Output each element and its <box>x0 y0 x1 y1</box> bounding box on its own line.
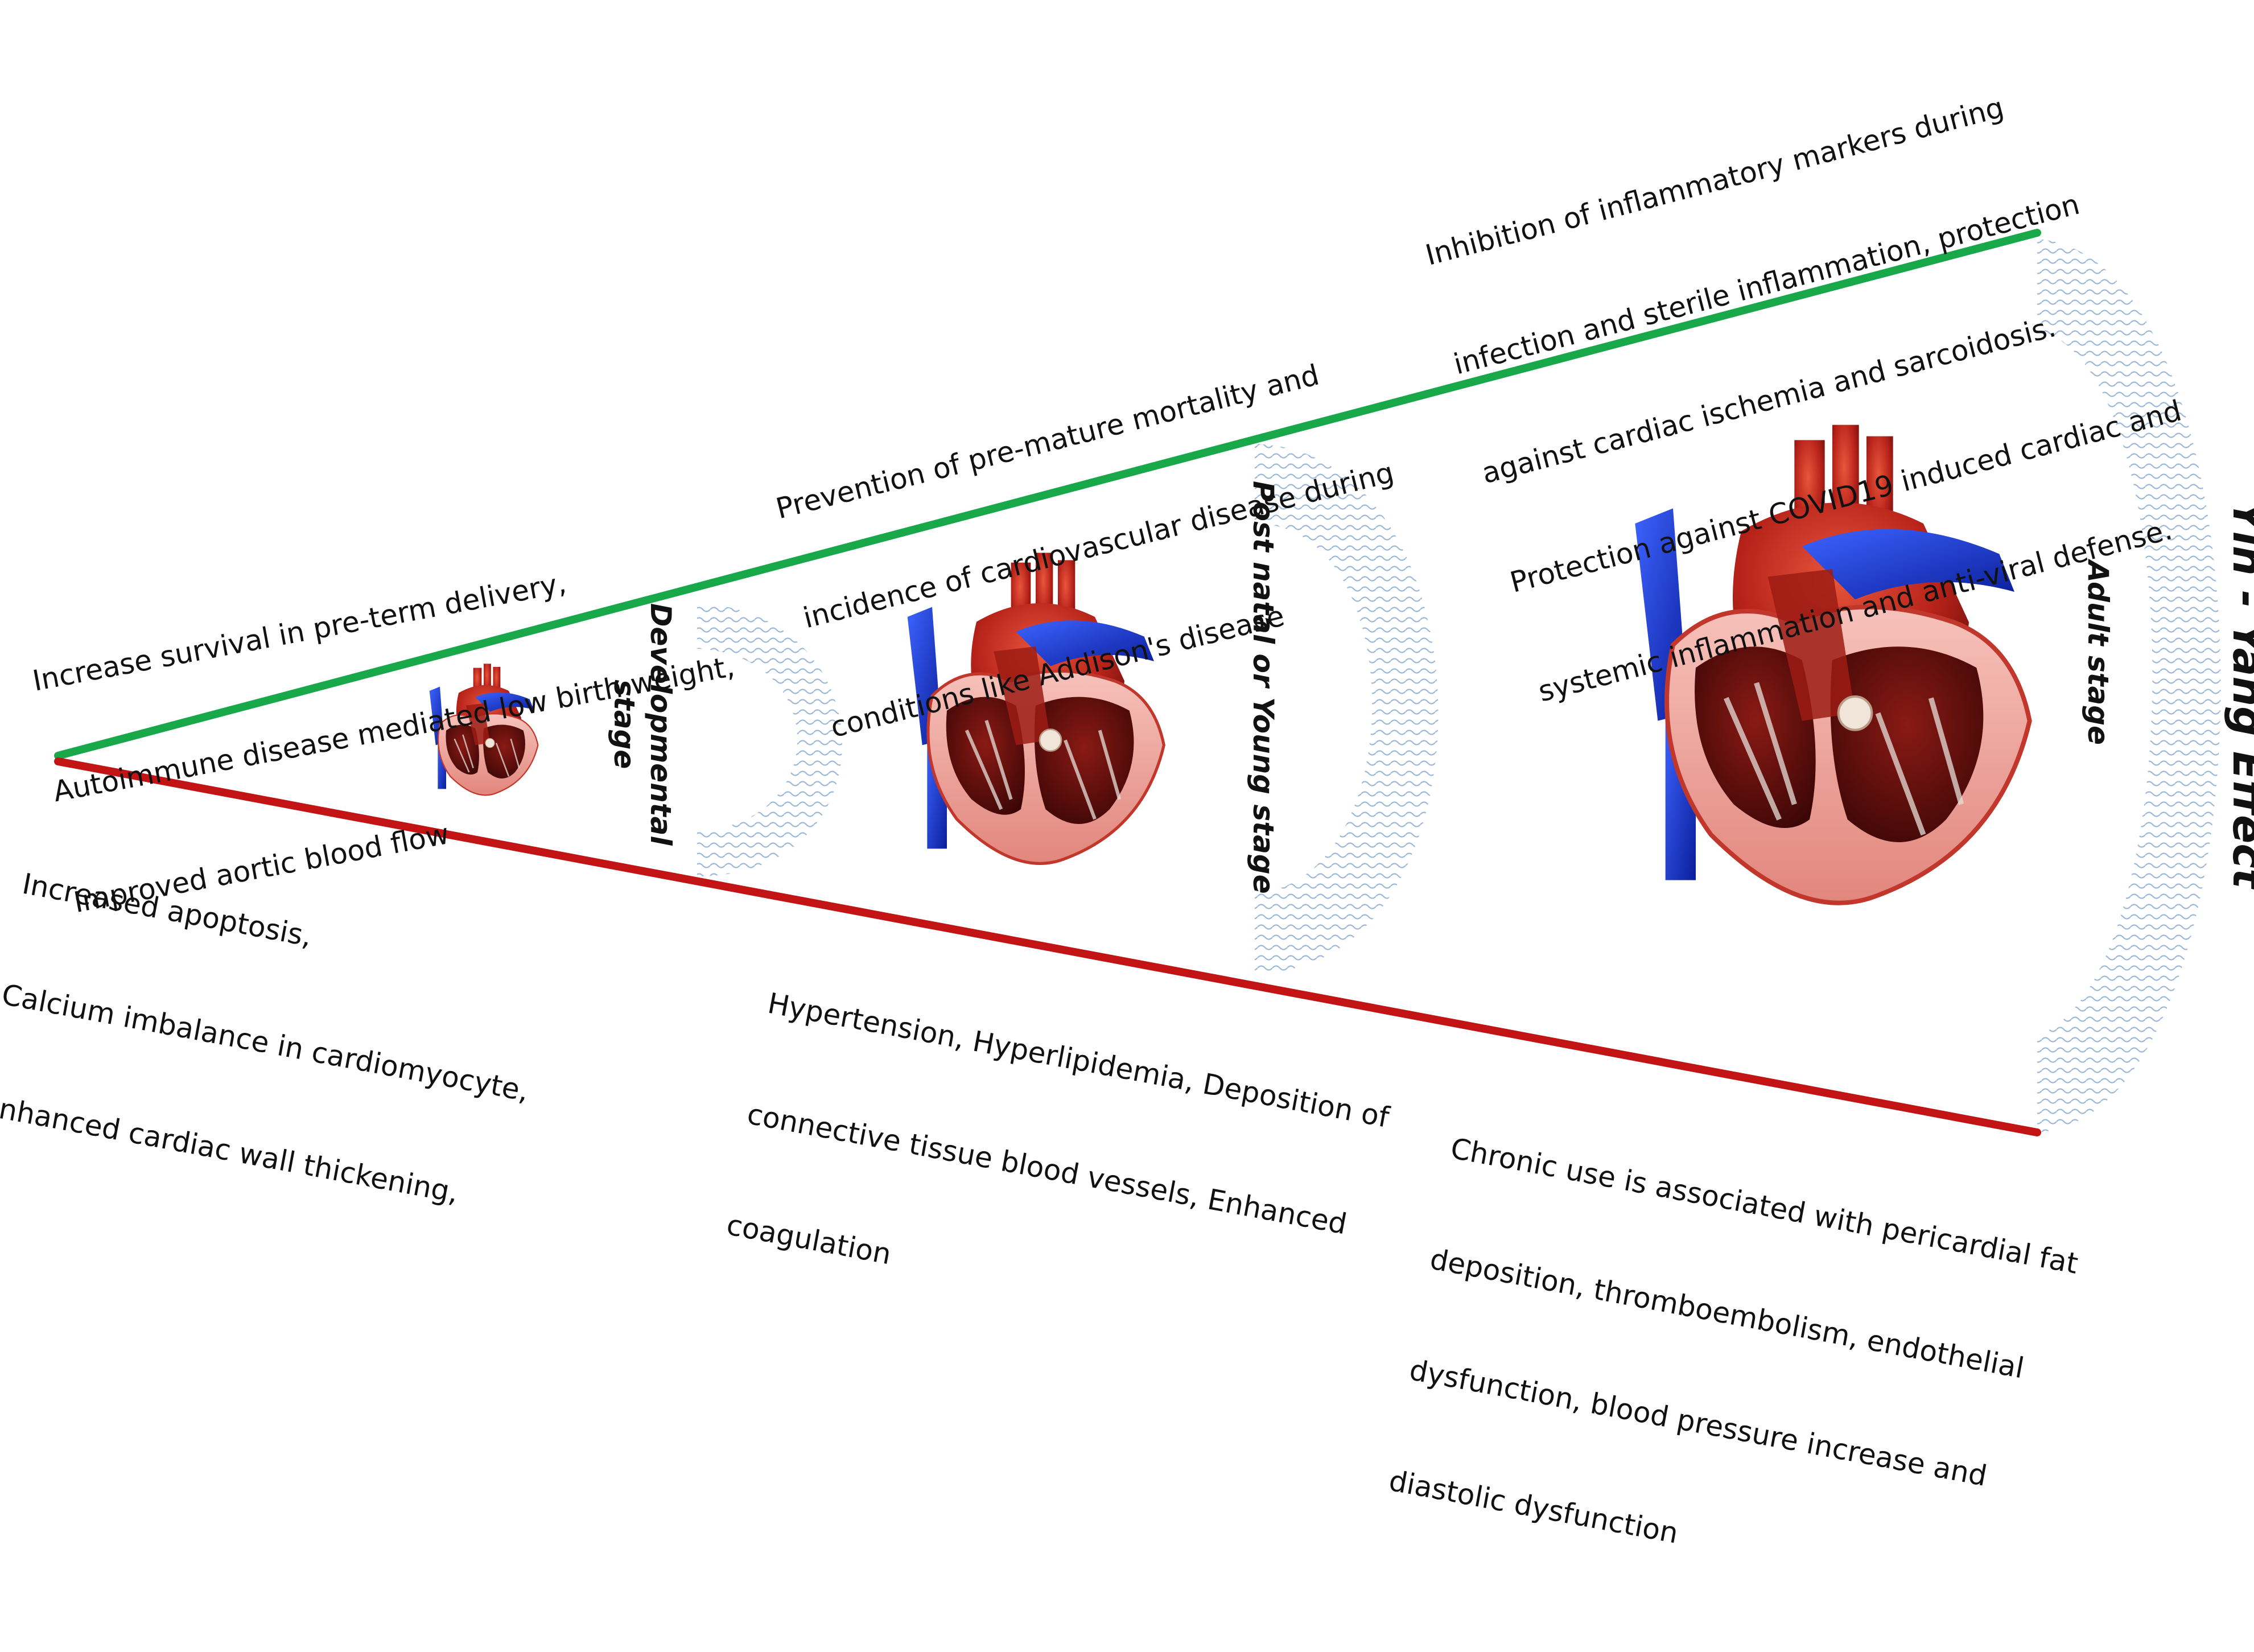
harm-dev-line-1: Increased apoptosis, <box>19 867 315 953</box>
harm-dev-line-2: Calcium imbalance in cardiomyocyte, <box>0 978 531 1108</box>
harm-young-line-2: connective tissue blood vessels, Enhance… <box>744 1097 1350 1241</box>
effect-title: Yin - Yang Effect <box>2223 501 2254 889</box>
yin-yang-diagram <box>54 229 2221 1136</box>
harm-young-line-1: Hypertension, Hyperlipidemia, Deposition… <box>765 986 1392 1134</box>
young-stage-arc <box>1255 444 1439 973</box>
harm-adult-line-2: deposition, thromboembolism, endothelial <box>1427 1242 2027 1385</box>
harm-adult-line-1: Chronic use is associated with pericardi… <box>1448 1131 2081 1280</box>
stage-label-adult: Adult stage <box>2082 561 2115 745</box>
adult-stage-arc <box>2037 239 2221 1132</box>
harm-young-line-3: coagulation <box>724 1208 894 1271</box>
harm-line <box>54 757 2041 1136</box>
harm-adult-line-4: diastolic dysfunction <box>1386 1464 1681 1550</box>
stage-label-young: Post natal or Young stage <box>1247 481 1280 894</box>
benefit-line <box>54 229 2041 760</box>
harm-adult-line-3: dysfunction, blood pressure increase and <box>1407 1353 1990 1493</box>
stage-label-developmental: Developmental stage <box>608 603 677 846</box>
developmental-stage-arc <box>697 603 843 876</box>
